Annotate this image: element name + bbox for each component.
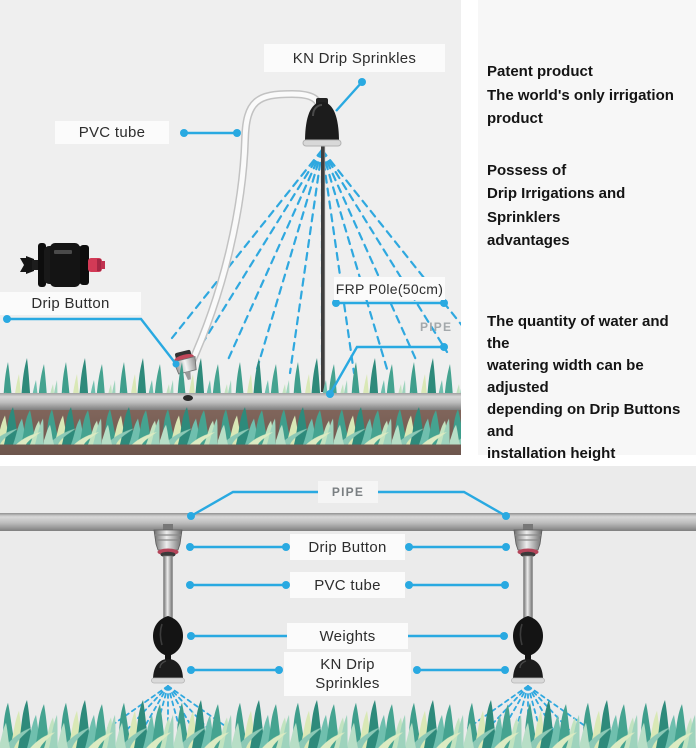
pipe-hole	[183, 395, 193, 401]
label-kn-drip-line2: Sprinkles	[315, 675, 380, 692]
label-frp-pole: FRP P0le(50cm)	[334, 277, 445, 300]
pipe-horizontal-bottom	[0, 513, 696, 531]
label-drip-button: Drip Button	[0, 292, 141, 315]
label-kn-drip-line1: KN Drip	[320, 656, 375, 673]
info-text: Patent product The world's only irrigati…	[487, 60, 692, 465]
bottom-illustration	[0, 488, 696, 748]
label-drip-button-bottom: Drip Button	[290, 534, 405, 560]
label-kn-drip-sprinkles-bottom: KN Drip Sprinkles	[284, 652, 411, 696]
info-panel: Patent product The world's only irrigati…	[478, 0, 696, 462]
label-weights: Weights	[287, 623, 408, 649]
info-line: The world's only irrigation	[487, 86, 674, 104]
info-line: Patent product	[487, 63, 593, 80]
info-line: watering width can be adjusted	[487, 356, 644, 396]
spray-lines	[170, 148, 461, 377]
info-line: Drip Irrigations and Sprinklers	[487, 185, 626, 226]
top-illustration	[0, 78, 461, 455]
info-paragraph-patent: Patent product The world's only irrigati…	[487, 60, 692, 131]
grass-front	[0, 404, 461, 445]
info-line: installation height	[487, 444, 616, 462]
info-line: Possess of	[487, 161, 567, 179]
info-line: advantages	[487, 232, 570, 249]
pvc-tube-curve	[186, 89, 325, 370]
info-line: The quantity of water and the	[487, 312, 669, 352]
grass-bottom	[0, 696, 696, 748]
label-pvc-tube-bottom: PVC tube	[290, 572, 405, 598]
info-paragraph-quantity: The quantity of water and the watering w…	[487, 311, 692, 465]
label-pipe-bottom: PIPE	[318, 481, 378, 503]
top-illustration-panel: KN Drip Sprinkles PVC tube Drip Button F…	[0, 0, 461, 455]
label-pipe-top: PIPE	[420, 320, 453, 334]
sprinkler-head	[302, 98, 342, 147]
label-pvc-tube: PVC tube	[55, 121, 169, 144]
drip-button-product	[20, 243, 105, 287]
info-line: depending on Drip Buttons and	[487, 400, 681, 440]
label-kn-drip-sprinkles: KN Drip Sprinkles	[264, 44, 445, 72]
leader-lines	[3, 78, 448, 398]
info-line: product	[487, 110, 543, 127]
info-paragraph-possess: Possess of Drip Irrigations and Sprinkle…	[487, 159, 692, 253]
bottom-illustration-panel: PIPE Drip Button PVC tube Weights KN Dri…	[0, 466, 696, 748]
